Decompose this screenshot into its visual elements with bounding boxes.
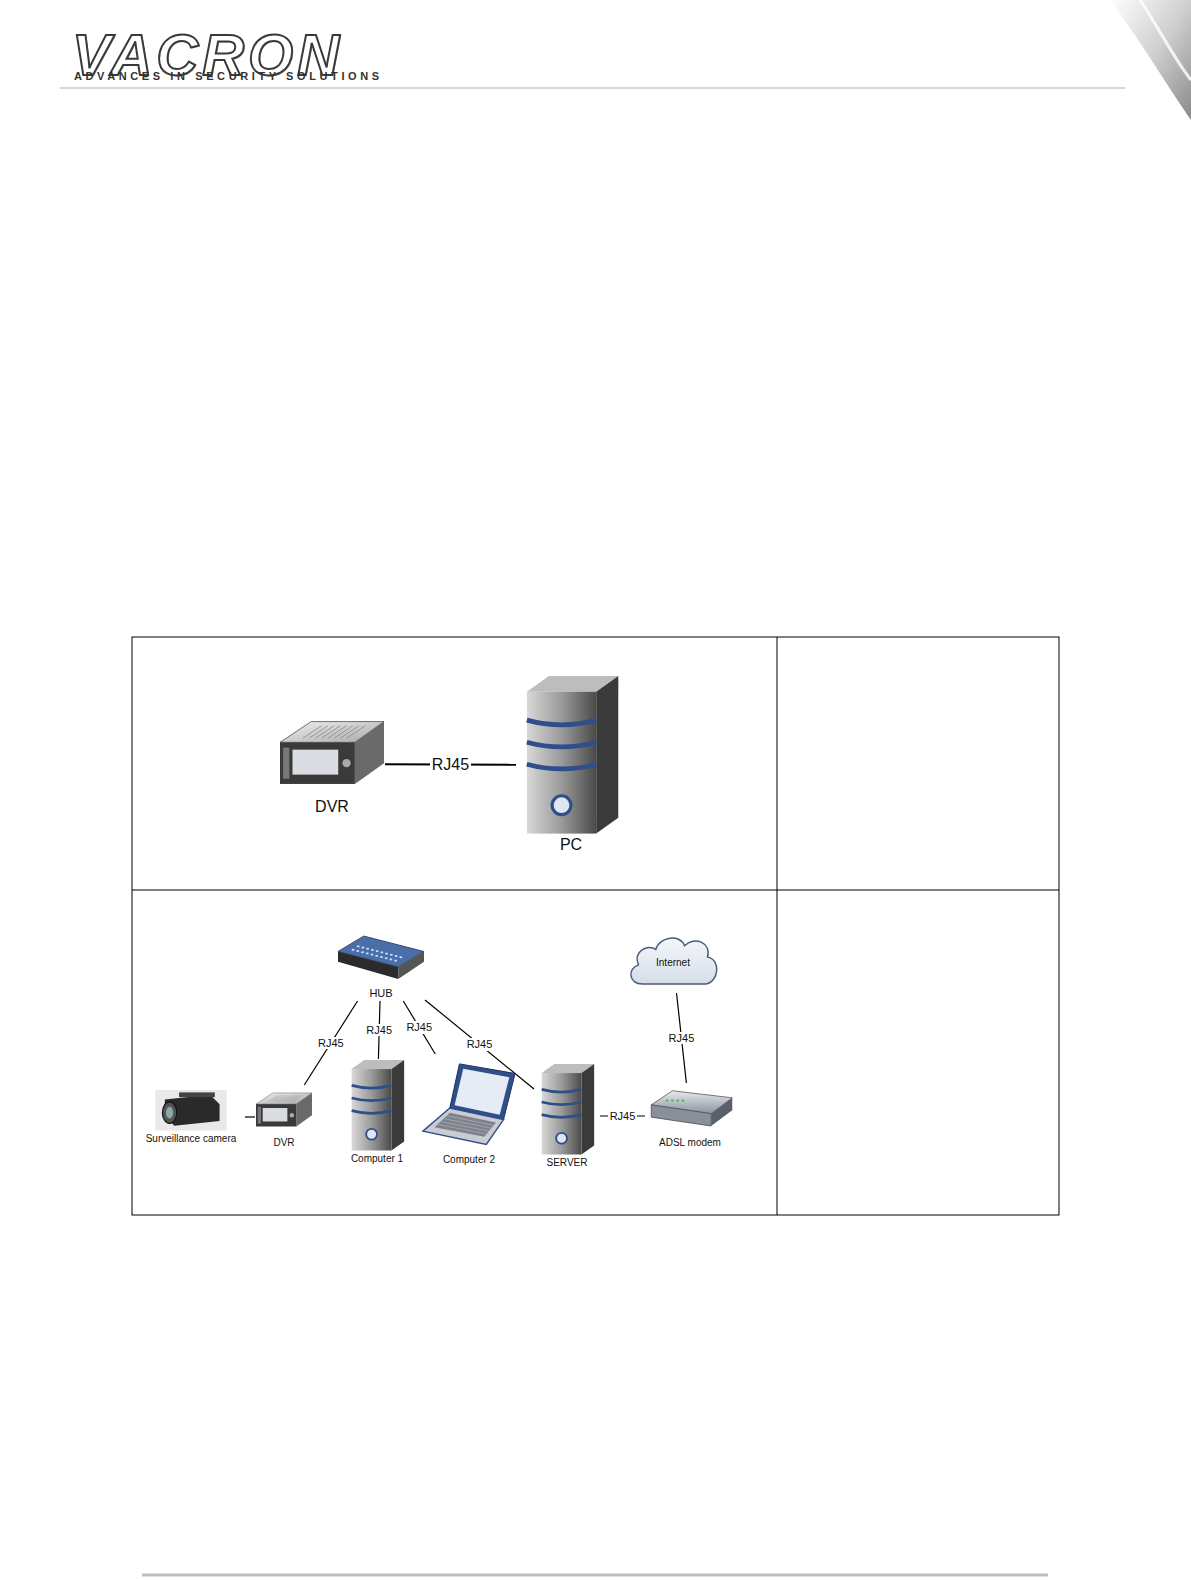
header-rule [60, 87, 1125, 89]
page-curl-shine [1140, 0, 1191, 80]
node-label: SERVER [535, 1157, 599, 1169]
node-label: ADSL modem [646, 1137, 734, 1149]
node-label: DVR [256, 1137, 312, 1149]
dvr-icon [280, 712, 384, 796]
network-cable [304, 1001, 357, 1085]
cable-label: RJ45 [608, 1110, 638, 1122]
cable-label: RJ45 [667, 1032, 697, 1044]
node-label: HUB [338, 987, 424, 1000]
cable-label: RJ45 [404, 1021, 434, 1033]
cable-label: RJ45 [430, 756, 471, 774]
tower-icon [535, 1064, 599, 1155]
dvr-unit: DVR [280, 712, 384, 816]
pc-tower: PC [517, 676, 625, 854]
dvr-icon [256, 1086, 312, 1135]
node-label: Computer 1 [345, 1153, 409, 1165]
network-cable [403, 1001, 435, 1054]
surveillance-camera: Surveillance camera [138, 1090, 244, 1144]
node-label: Computer 2 [421, 1154, 517, 1166]
node-label: Internet [656, 953, 690, 969]
node-label: PC [517, 836, 625, 854]
internet-cloud: Internet [625, 930, 721, 992]
tower-icon [517, 676, 625, 834]
adsl-modem: ADSL modem [646, 1084, 734, 1148]
network-cable [245, 1116, 255, 1117]
cable-label: RJ45 [316, 1037, 346, 1049]
node-label: DVR [280, 798, 384, 816]
network-hub: HUB [338, 928, 424, 1000]
hub-icon [338, 928, 424, 985]
cable-label: RJ45 [364, 1024, 394, 1036]
node-label: Surveillance camera [138, 1133, 244, 1145]
table-border [132, 637, 1059, 1215]
page-curl [1110, 0, 1191, 120]
server-tower: SERVER [535, 1064, 599, 1168]
camera-icon [138, 1090, 244, 1131]
cable-label: RJ45 [465, 1038, 495, 1050]
laptop-computer: Computer 2 [421, 1055, 517, 1165]
modem-icon [646, 1084, 734, 1135]
brand-tagline: ADVANCES IN SECURITY SOLUTIONS [74, 70, 383, 83]
tower-icon [345, 1060, 409, 1151]
computer-tower: Computer 1 [345, 1060, 409, 1164]
table-row-rule [132, 890, 1059, 891]
footer-rule [142, 1574, 1048, 1577]
laptop-icon [421, 1055, 517, 1152]
dvr-unit: DVR [256, 1086, 312, 1148]
table-column-rule [777, 637, 778, 1215]
